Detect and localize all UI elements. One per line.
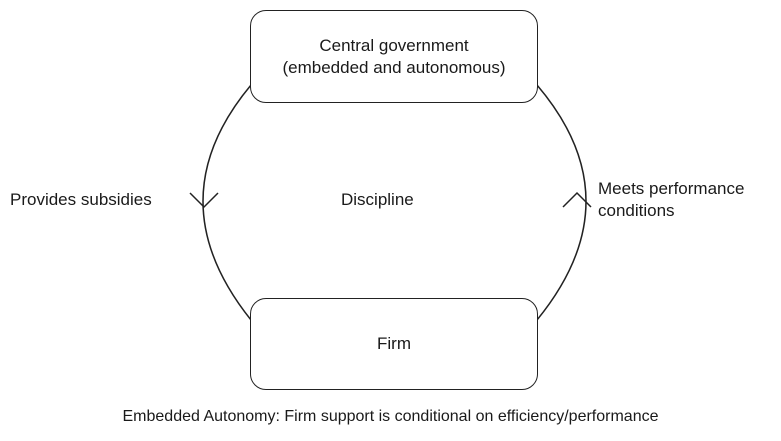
central-government-subtitle: (embedded and autonomous) [282, 57, 506, 77]
meets-performance-label-line2: conditions [598, 201, 675, 220]
central-government-title: Central government [319, 35, 469, 55]
up-arrowhead-icon [562, 191, 592, 208]
meets-performance-label-line1: Meets performance [598, 179, 745, 198]
right-arc [536, 84, 587, 321]
firm-label: Firm [377, 334, 411, 353]
central-government-box: Central government (embedded and autonom… [250, 10, 538, 103]
firm-box: Firm [250, 298, 538, 390]
down-arrowhead-icon [189, 192, 219, 209]
discipline-label: Discipline [341, 190, 414, 209]
meets-performance-label: Meets performance conditions [598, 178, 744, 222]
provides-subsidies-label: Provides subsidies [10, 190, 152, 209]
diagram-caption: Embedded Autonomy: Firm support is condi… [122, 408, 659, 425]
left-arc [202, 84, 252, 321]
